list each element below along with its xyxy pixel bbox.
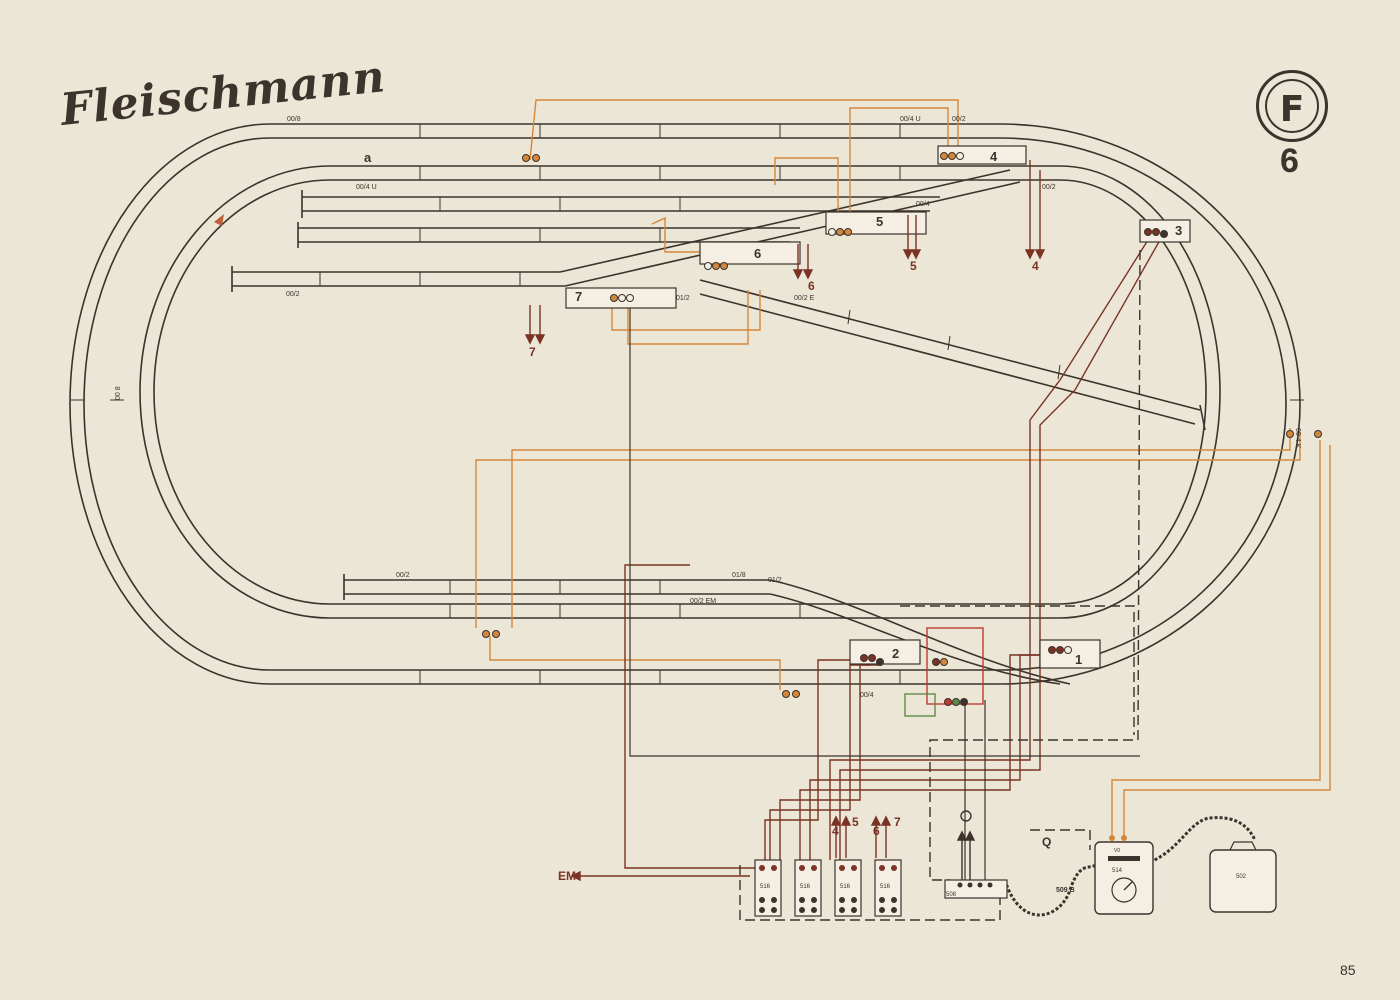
label-siding4-left: 01/2 <box>676 295 690 302</box>
track-layout <box>69 123 1304 685</box>
svg-text:514: 514 <box>1112 868 1123 874</box>
label-siding-a: a <box>364 150 372 165</box>
svg-text:502: 502 <box>1236 874 1247 880</box>
direction-arrow-icon <box>214 214 224 226</box>
switch-block-1 <box>1039 639 1101 669</box>
bottom-sidings <box>343 574 1071 685</box>
switch-number-2: 2 <box>892 646 899 661</box>
arrow-label-bottom-6: 6 <box>873 824 880 838</box>
brown-wiring <box>624 239 1161 869</box>
arrow-label-bottom-5: 5 <box>852 815 859 829</box>
signal-box-green <box>904 693 936 717</box>
switch-number-6: 6 <box>754 246 761 261</box>
logo-letter: F <box>1279 89 1305 130</box>
signal-lights <box>482 152 1322 706</box>
orange-wiring <box>475 99 1331 840</box>
dark-wiring <box>629 300 1257 917</box>
arrow-label-top-6: 6 <box>808 279 815 293</box>
switch-block-2 <box>849 639 921 665</box>
label-bottom-em: 00/2 EM <box>690 598 716 605</box>
control-unit-3: 516 <box>834 859 862 917</box>
svg-text:V0: V0 <box>1114 848 1120 854</box>
inner-loop-track <box>139 165 1221 619</box>
transformer-label: 509 B <box>1056 887 1075 894</box>
svg-text:516: 516 <box>880 884 891 890</box>
label-top-main: 00/8 <box>287 116 301 123</box>
svg-text:516: 516 <box>760 884 771 890</box>
switch-number-4: 4 <box>990 149 998 164</box>
label-bottom-main: 00/4 <box>860 692 874 699</box>
switch-number-1: 1 <box>1075 652 1082 667</box>
track-ties <box>70 124 1304 684</box>
top-sidings <box>231 169 1206 431</box>
control-unit-2: 516 <box>794 859 822 917</box>
track-labels: 00/8 00/4 U 00/2 a 00/4 U 00/4 00/2 00/2… <box>115 116 1301 699</box>
f-logo-icon: F <box>1256 70 1328 142</box>
arrow-label-bottom-4: 4 <box>832 824 839 838</box>
switch-block-6 <box>699 241 801 265</box>
control-units: 516 516 516 516 <box>754 835 1277 917</box>
label-inner-right: 00/4 <box>916 201 930 208</box>
control-unit-4: 516 <box>874 859 902 917</box>
svg-text:516: 516 <box>840 884 851 890</box>
em-label: EM <box>558 869 576 883</box>
output-arrows <box>524 160 1046 882</box>
arrow-label-top-7: 7 <box>529 345 536 359</box>
svg-text:516: 516 <box>800 884 811 890</box>
outer-loop-track <box>69 123 1301 685</box>
label-top-right: 00/4 U <box>900 116 921 123</box>
label-siding3: 00/2 <box>286 291 300 298</box>
label-siding-a-type: 00/4 U <box>356 184 377 191</box>
arrow-label-top-4: 4 <box>1032 259 1039 273</box>
switch-number-5: 5 <box>876 214 883 229</box>
plug-box: 502 <box>1209 841 1277 913</box>
q-label: Q <box>1042 835 1051 849</box>
ground-wiring <box>739 249 1141 921</box>
page-number: 85 <box>1340 962 1356 978</box>
label-siding4-right: 00/2 E <box>794 295 815 302</box>
arrow-label-bottom-7: 7 <box>894 815 901 829</box>
arrow-label-top-5: 5 <box>910 259 917 273</box>
transformer: V0 514 <box>1094 835 1154 915</box>
label-bottom-siding-r2: 01/2 <box>768 577 782 584</box>
arrow-labels: 4 5 6 7 4 5 6 7 EM <box>529 259 1039 883</box>
label-right-side: 00 4 K <box>1294 428 1301 449</box>
switch-number-7: 7 <box>575 289 582 304</box>
label-bottom-siding: 00/2 <box>396 572 410 579</box>
light-arrows <box>956 810 976 880</box>
label-inner-right2: 00/2 <box>1042 184 1056 191</box>
label-bottom-siding-r1: 01/8 <box>732 572 746 579</box>
control-unit-1: 516 <box>754 859 782 917</box>
switch-block-5 <box>825 211 927 235</box>
label-left-side: 00 8 <box>115 386 122 400</box>
svg-text:508: 508 <box>946 892 957 898</box>
switch-numbers: 4 5 6 7 3 2 1 <box>575 149 1182 667</box>
plan-number: 6 <box>1280 142 1299 180</box>
switch-number-3: 3 <box>1175 223 1182 238</box>
label-top-right2: 00/2 <box>952 116 966 123</box>
light-switch-unit: 508 <box>944 879 1008 899</box>
